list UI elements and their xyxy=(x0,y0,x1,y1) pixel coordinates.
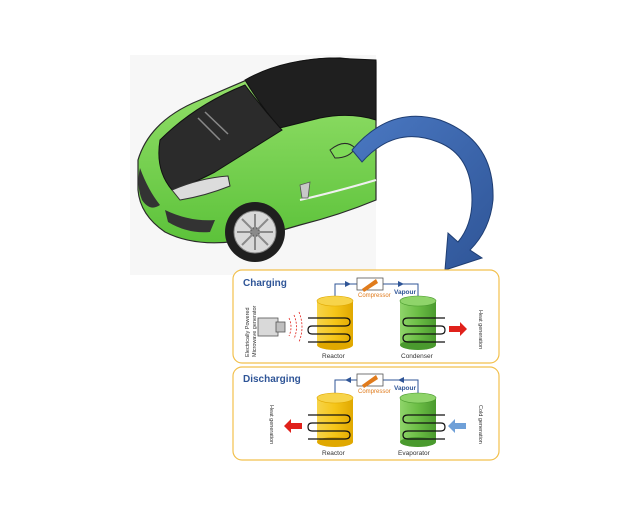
discharging-vapour-label: Vapour xyxy=(394,385,417,392)
charging-flow-arrow-2 xyxy=(398,281,404,287)
microwave-label-line-1: Electrically Powered xyxy=(245,307,251,357)
car-side-line xyxy=(299,179,377,201)
charging-pipe xyxy=(334,283,419,298)
discharging-evaporator xyxy=(399,392,446,447)
charging-reactor xyxy=(307,295,354,350)
charging-condenser-label: Condenser xyxy=(401,353,434,360)
discharging-compressor-label: Compressor xyxy=(358,389,391,395)
car-illustration xyxy=(130,55,377,275)
discharging-cold-label: Cold generation xyxy=(477,405,483,444)
discharging-panel: Discharging Compressor Vapour Reactor Ev… xyxy=(232,366,500,461)
wheel-spokes xyxy=(237,214,273,250)
microwave-label-line-2: Microwave generator xyxy=(252,305,258,357)
charging-title: Charging xyxy=(243,278,287,289)
charging-vapour-label: Vapour xyxy=(394,289,417,296)
discharging-cold-arrow xyxy=(448,419,466,433)
hood-vent xyxy=(197,111,229,141)
charging-reactor-label: Reactor xyxy=(322,353,346,360)
charging-heat-label: Heat generation xyxy=(477,310,483,349)
discharging-heat-label: Heat generation xyxy=(268,405,274,444)
charging-compressor-label: Compressor xyxy=(358,293,391,299)
big-curved-arrow xyxy=(351,115,494,271)
charging-flow-arrow-1 xyxy=(345,281,351,287)
microwave-generator xyxy=(257,311,303,343)
charging-port xyxy=(299,181,311,199)
car-bumper-vent xyxy=(165,210,215,233)
discharging-flow-arrow-2 xyxy=(398,377,404,383)
discharging-flow-arrow-1 xyxy=(345,377,351,383)
discharging-reactor-label: Reactor xyxy=(322,450,346,457)
discharging-title: Discharging xyxy=(243,374,301,385)
charging-condenser xyxy=(399,295,446,350)
charging-heat-arrow xyxy=(449,322,467,336)
discharging-pipe xyxy=(334,379,419,395)
charging-compressor-icon xyxy=(362,279,378,292)
discharging-compressor-icon xyxy=(362,375,378,388)
car-grille xyxy=(138,168,160,208)
discharging-evaporator-label: Evaporator xyxy=(398,450,431,457)
car-headlight xyxy=(171,175,231,201)
discharging-heat-arrow xyxy=(284,419,302,433)
charging-panel: Charging Compressor Vapour Electrically … xyxy=(232,269,500,364)
discharging-reactor xyxy=(307,392,354,447)
